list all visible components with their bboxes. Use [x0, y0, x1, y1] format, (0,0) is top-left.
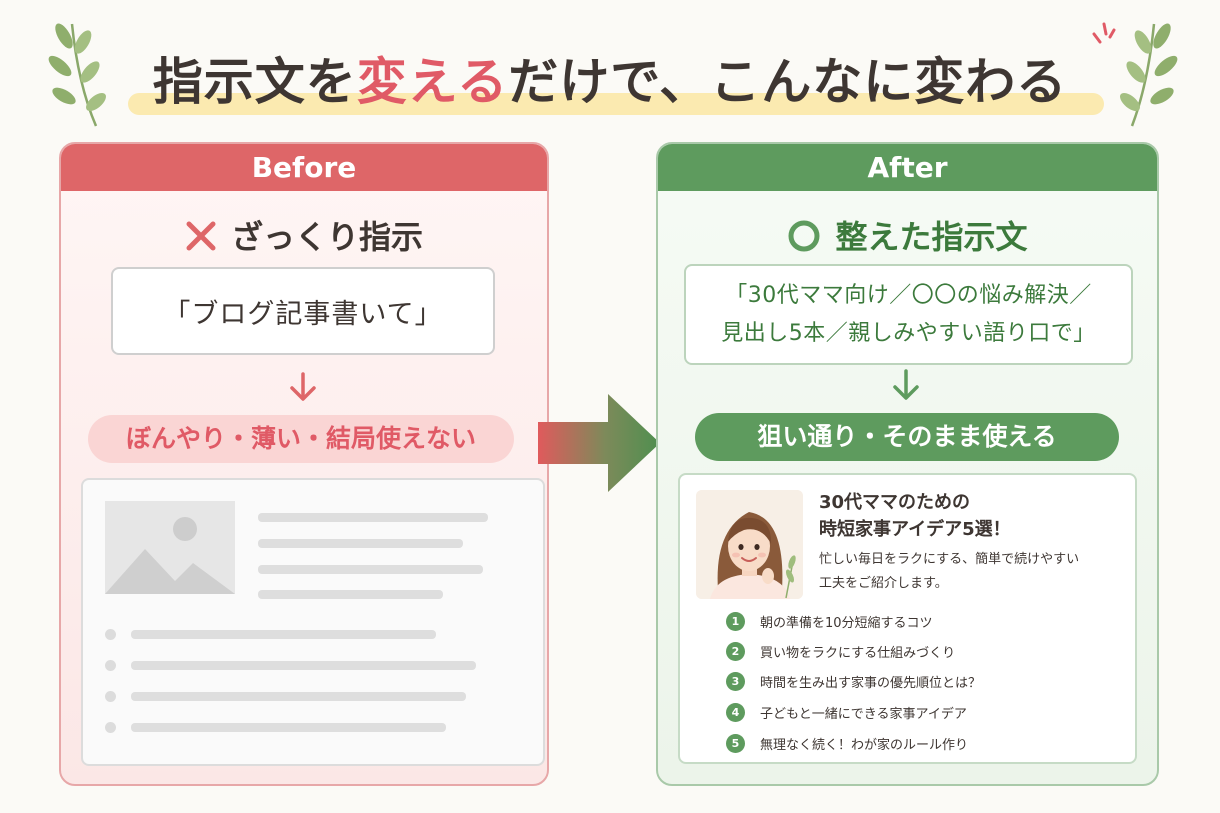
number-badge: 4	[726, 702, 745, 722]
number-badge: 2	[726, 641, 745, 661]
title-part1: 指示文を	[152, 53, 357, 111]
list-item: 2 買い物をラクにする仕組みづくり	[726, 641, 955, 661]
list-item-text: 子どもと一緒にできる家事アイデア	[760, 706, 967, 722]
placeholder-line	[258, 513, 488, 522]
article-desc-line2: 工夫をご紹介します。	[819, 576, 948, 591]
article-title-line1: 30代ママのための	[819, 492, 971, 513]
arrow-down-icon	[893, 369, 919, 400]
title-highlight	[128, 93, 1104, 115]
placeholder-bullet	[105, 722, 116, 733]
after-panel: After 整えた指示文 「30代ママ向け／〇〇の悩み解決／ 見出し5本／親しみ…	[656, 142, 1159, 786]
placeholder-line	[131, 630, 436, 639]
after-prompt-line1: 「30代ママ向け／〇〇の悩み解決／	[725, 282, 1092, 308]
list-item: 4 子どもと一緒にできる家事アイデア	[726, 702, 967, 722]
list-item-text: 買い物をラクにする仕組みづくり	[760, 645, 956, 661]
list-item-text: 時間を生み出す家事の優先順位とは？	[760, 675, 982, 691]
after-verdict: 整えた指示文	[658, 212, 1157, 258]
arrow-right-icon	[538, 394, 660, 492]
after-header: After	[658, 144, 1157, 191]
before-prompt-box: 「ブログ記事書いて」	[111, 267, 495, 355]
article-card: 30代ママのための 時短家事アイデア5選！ 忙しい毎日をラクにする、簡単で続けや…	[678, 473, 1137, 764]
cross-icon	[186, 221, 216, 251]
article-desc-line1: 忙しい毎日をラクにする、簡単で続けやすい	[819, 552, 1080, 567]
placeholder-line	[258, 565, 483, 574]
woman-portrait-icon	[696, 490, 803, 599]
leaf-branch-left-icon	[48, 23, 106, 127]
before-verdict-label: ざっくり指示	[230, 218, 423, 256]
sparkle-icon	[1092, 22, 1116, 44]
list-item-text: 朝の準備を10分短縮するコツ	[760, 615, 933, 631]
title-part2: だけで、こんなに変わる	[508, 53, 1068, 111]
placeholder-line	[258, 539, 463, 548]
placeholder-bullet	[105, 660, 116, 671]
placeholder-line	[131, 692, 466, 701]
leaf-branch-right-icon	[1120, 23, 1178, 127]
placeholder-line	[131, 723, 446, 732]
article-description: 忙しい毎日をラクにする、簡単で続けやすい 工夫をご紹介します。	[819, 548, 1129, 596]
number-badge: 1	[726, 611, 745, 631]
title-emphasis: 変える	[356, 53, 509, 111]
after-result-pill: 狙い通り・そのまま使える	[695, 413, 1119, 461]
before-result-pill: ぼんやり・薄い・結局使えない	[88, 415, 514, 463]
arrow-down-icon	[290, 372, 316, 401]
blurry-article-mock	[81, 478, 545, 766]
placeholder-bullet	[105, 629, 116, 640]
list-item: 1 朝の準備を10分短縮するコツ	[726, 611, 933, 631]
list-item: 5 無理なく続く！わが家のルール作り	[726, 733, 968, 753]
before-header: Before	[61, 144, 547, 191]
list-item-text: 無理なく続く！わが家のルール作り	[760, 737, 969, 753]
after-prompt-box: 「30代ママ向け／〇〇の悩み解決／ 見出し5本／親しみやすい語り口で」	[684, 264, 1133, 365]
placeholder-line	[258, 590, 443, 599]
before-panel: Before ざっくり指示 「ブログ記事書いて」 ぼんやり・薄い・結局使えない	[59, 142, 549, 786]
image-placeholder-icon	[105, 501, 235, 594]
article-title: 30代ママのための 時短家事アイデア5選！	[819, 489, 1129, 543]
before-verdict: ざっくり指示	[61, 212, 547, 258]
article-title-line2: 時短家事アイデア5選！	[819, 519, 1011, 540]
list-item: 3 時間を生み出す家事の優先順位とは？	[726, 671, 981, 691]
placeholder-line	[131, 661, 476, 670]
after-prompt-line2: 見出し5本／親しみやすい語り口で」	[721, 320, 1096, 346]
number-badge: 5	[726, 733, 745, 753]
circle-icon	[788, 220, 820, 252]
placeholder-bullet	[105, 691, 116, 702]
after-verdict-label: 整えた指示文	[835, 218, 1028, 256]
number-badge: 3	[726, 671, 745, 691]
before-prompt-text: 「ブログ記事書いて」	[163, 298, 443, 330]
page-title: 指示文を変えるだけで、こんなに変わる	[0, 42, 1220, 114]
avatar	[696, 490, 803, 599]
